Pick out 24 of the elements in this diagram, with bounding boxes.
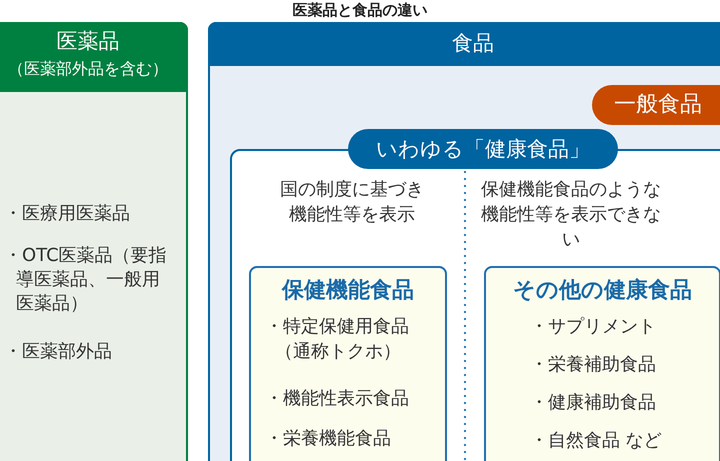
category-panel (0, 22, 188, 461)
list-item: ・サプリメント (530, 315, 657, 339)
category-box (249, 266, 447, 461)
description: 国の制度に基づき機能性等を表示 (279, 178, 425, 227)
description: 保健機能食品のような機能性等を表示できない (480, 178, 662, 252)
category-label: 一般食品 (592, 85, 720, 125)
category-box (484, 266, 720, 461)
list-item: ・機能性表示食品 (265, 387, 410, 411)
panel-subtitle: （医薬部外品を含む） (7, 58, 169, 80)
box-title: その他の健康食品 (512, 277, 693, 305)
title: 医薬品と食品の違い (292, 1, 428, 19)
list-item: ・栄養補助食品 (530, 353, 657, 377)
panel-title: 食品 (451, 30, 495, 56)
group-label: いわゆる「健康食品」 (348, 129, 618, 169)
box-title: 保健機能食品 (280, 277, 415, 305)
list-item: ・医薬部外品 (4, 340, 113, 364)
list-item: ・健康補助食品 (530, 391, 657, 415)
list-item: ・特定保健用食品（通称トクホ） (265, 315, 410, 364)
panel-title: 医薬品 (56, 28, 120, 54)
list-item: ・OTC医薬品（要指導医薬品、一般用医薬品） (4, 244, 168, 316)
category-panel (208, 22, 720, 461)
list-item: ・自然食品 など (530, 429, 663, 453)
list-item: ・栄養機能食品 (265, 427, 392, 451)
list-item: ・医療用医薬品 (4, 202, 131, 226)
